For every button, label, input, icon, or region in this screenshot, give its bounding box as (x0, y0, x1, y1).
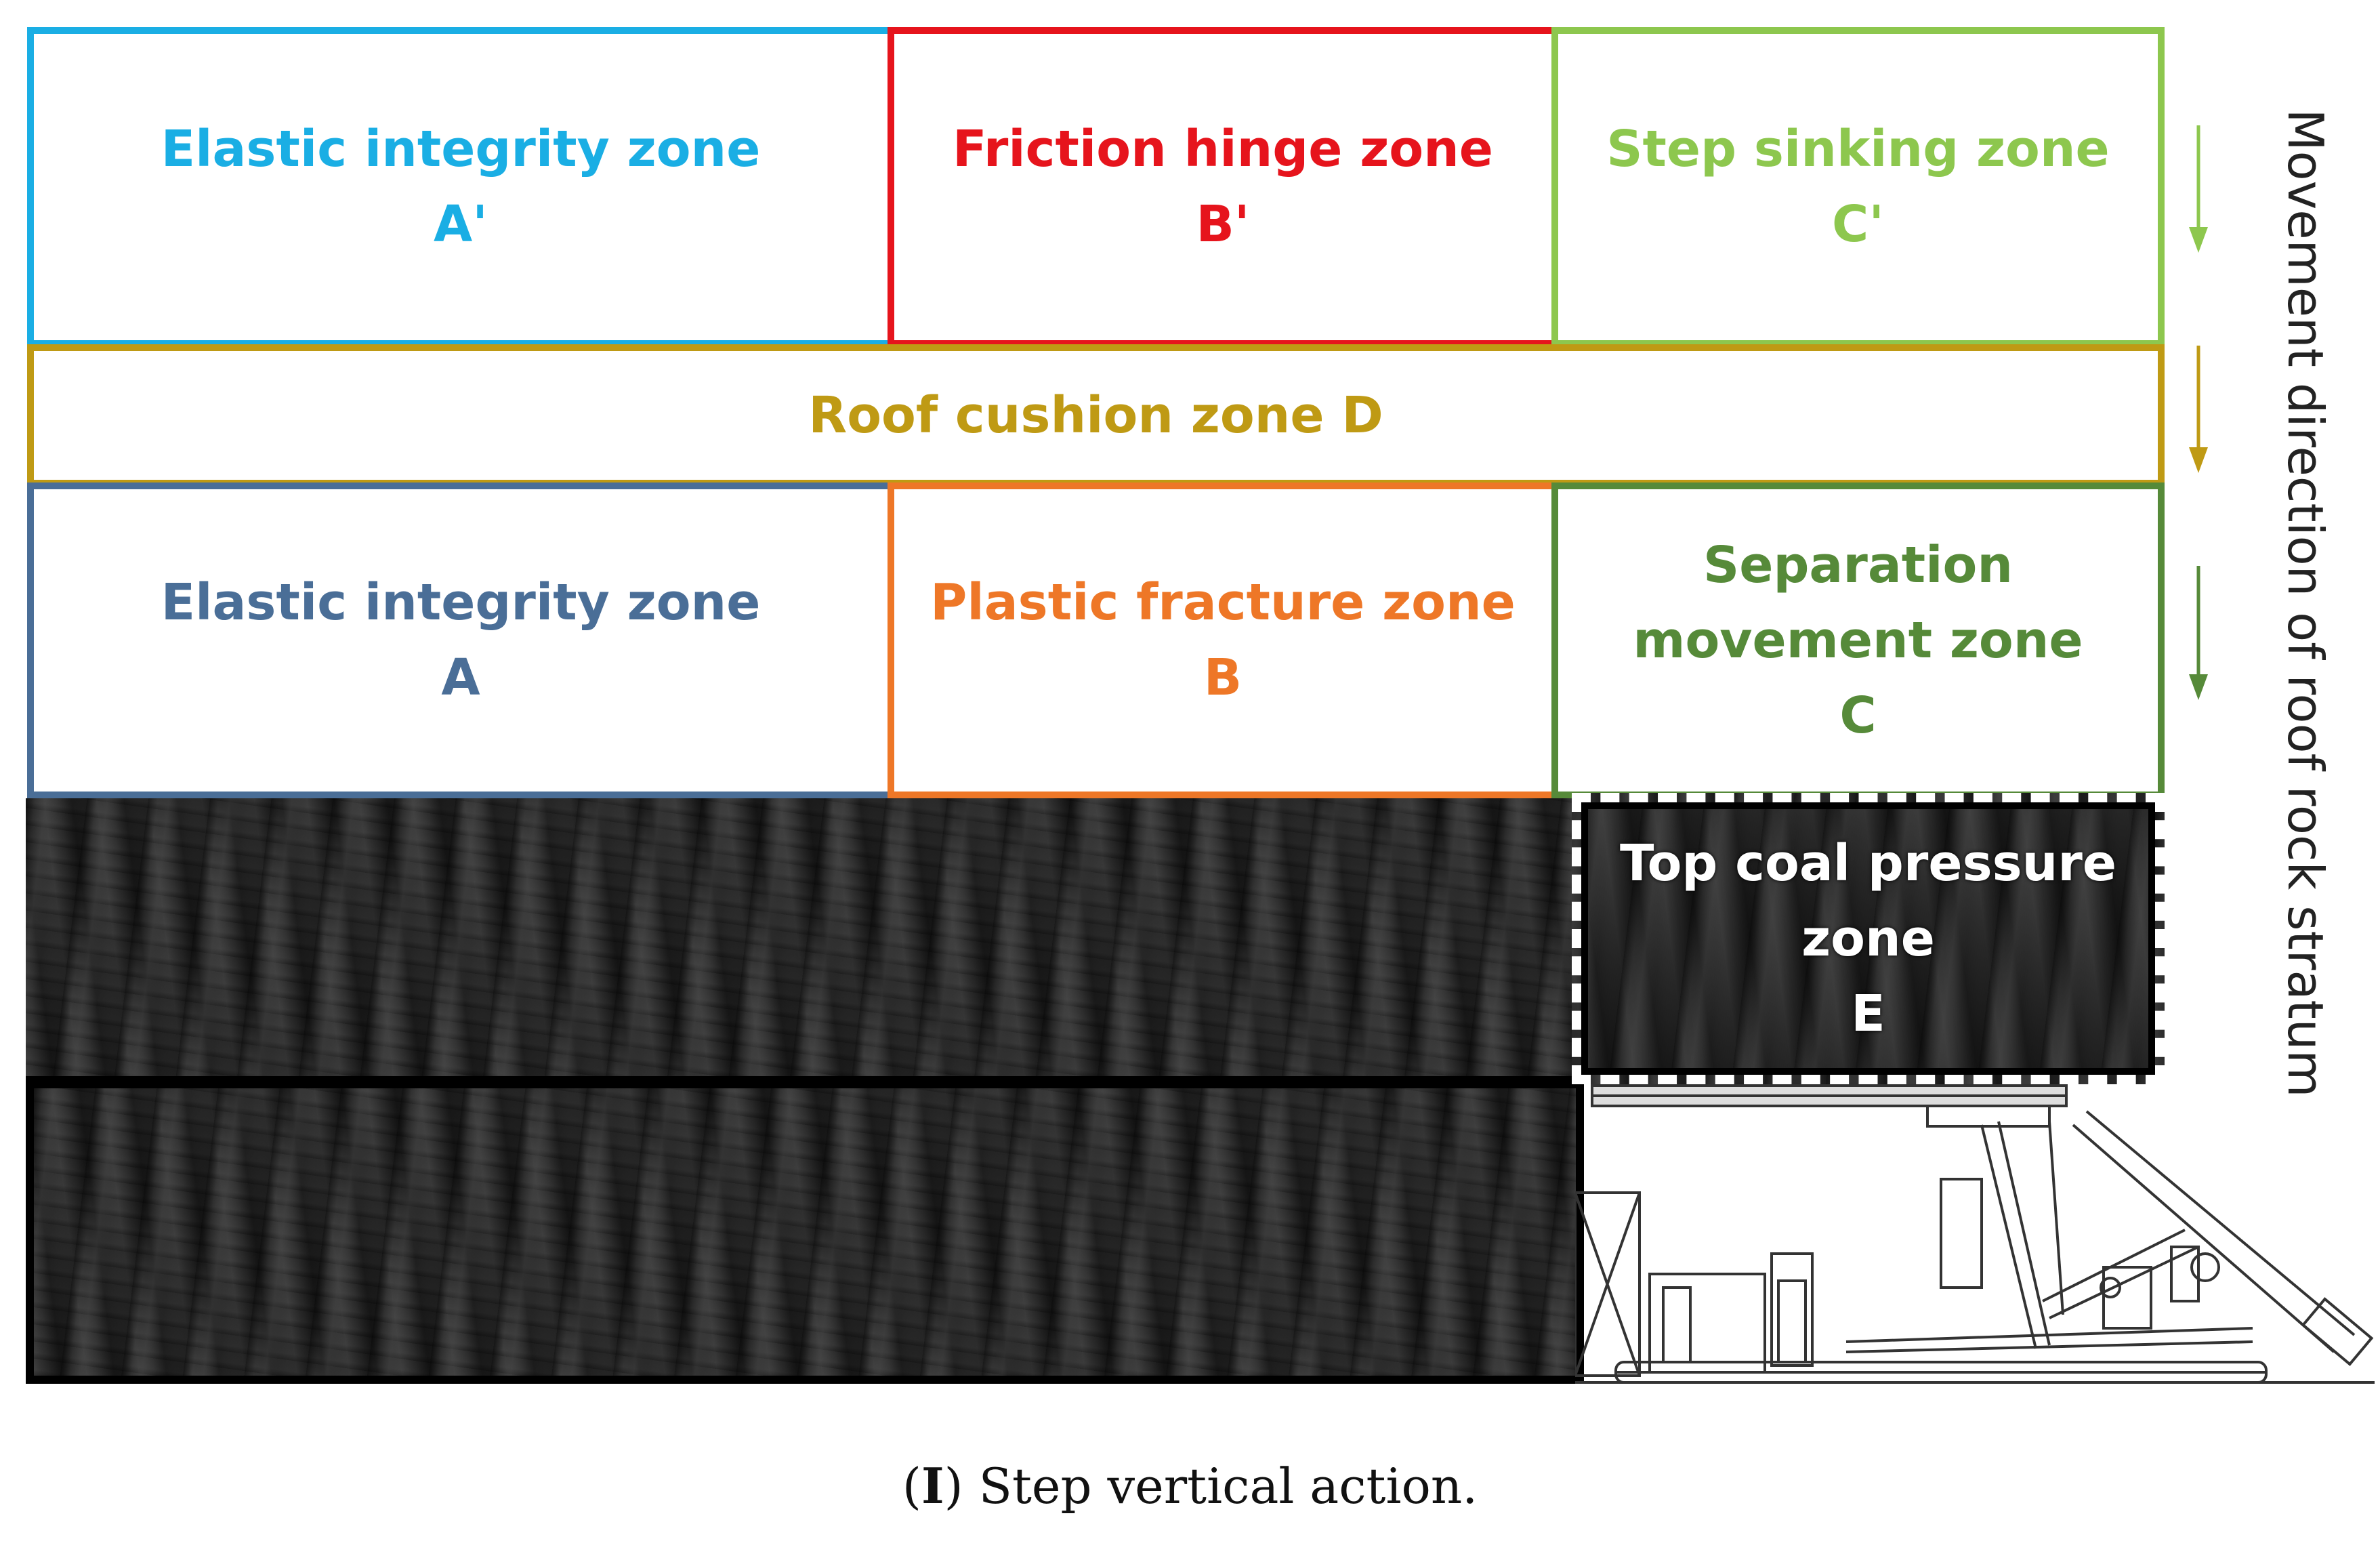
arrow-down-icon (2189, 346, 2208, 473)
zone-a-prime-letter: A' (434, 195, 488, 253)
zone-b-letter: B (1203, 649, 1243, 707)
step-sinking-zone-c-prime: Step sinking zone C' (1551, 27, 2165, 347)
zone-c-title-line2: movement zone (1633, 611, 2083, 670)
zone-b-prime-title: Friction hinge zone (953, 120, 1493, 178)
friction-hinge-zone-b-prime: Friction hinge zone B' (888, 27, 1558, 347)
caption-numeral: I (921, 1457, 944, 1515)
caption-open: ( (902, 1458, 921, 1515)
movement-direction-label: Movement direction of roof rock stratum (2277, 108, 2334, 1098)
zone-c-title-line1: Separation (1703, 535, 2013, 594)
elastic-integrity-zone-a-prime: Elastic integrity zone A' (27, 27, 894, 347)
coal-seam-lower (26, 1082, 1584, 1384)
mining-machine-icon (1575, 1084, 2375, 1384)
zone-c-prime-letter: C' (1832, 195, 1884, 253)
zone-c-prime-title: Step sinking zone (1606, 120, 2110, 178)
zone-a-letter: A (441, 649, 480, 707)
zone-e-title-line1: Top coal pressure (1619, 834, 2117, 892)
zone-e-letter: E (1851, 984, 1885, 1043)
zone-b-prime-letter: B' (1196, 195, 1250, 253)
roof-cushion-zone-d: Roof cushion zone D (27, 344, 2165, 487)
arrow-down-icon (2189, 566, 2208, 700)
zone-d-title: Roof cushion zone D (808, 386, 1383, 445)
figure-caption: (I) Step vertical action. (0, 1457, 2380, 1515)
top-coal-pressure-zone-e: Top coal pressure zone E (1572, 793, 2165, 1084)
arrow-down-icon (2189, 125, 2208, 253)
caption-text: ) Step vertical action. (944, 1458, 1478, 1515)
zone-b-title: Plastic fracture zone (930, 573, 1516, 632)
zone-a-prime-title: Elastic integrity zone (161, 120, 761, 178)
coal-seam-divider (26, 1076, 1584, 1083)
separation-movement-zone-c: Separation movement zone C (1551, 482, 2165, 798)
coal-seam-upper (26, 798, 1584, 1082)
zone-a-title: Elastic integrity zone (161, 573, 761, 632)
zone-e-title-line2: zone (1801, 909, 1935, 968)
plastic-fracture-zone-b: Plastic fracture zone B (888, 482, 1558, 798)
zone-c-letter: C (1839, 686, 1877, 745)
elastic-integrity-zone-a: Elastic integrity zone A (27, 482, 894, 798)
